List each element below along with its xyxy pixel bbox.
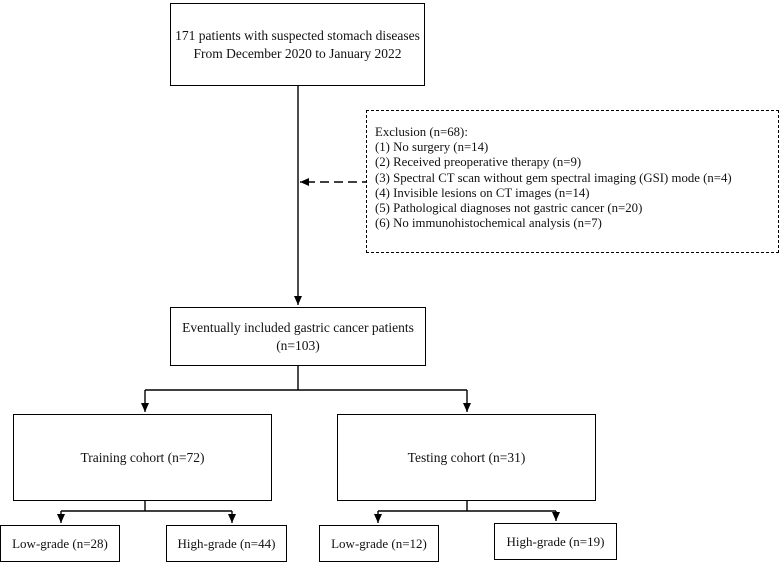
test-high-grade-label: High-grade (n=19) (506, 533, 605, 549)
test-low-grade-label: Low-grade (n=12) (331, 535, 427, 551)
included-line1: Eventually included gastric cancer patie… (182, 319, 414, 335)
training-cohort-box: Training cohort (n=72) (13, 414, 272, 501)
train-high-grade-box: High-grade (n=44) (166, 525, 287, 562)
exclusion-item: (3) Spectral CT scan without gem spectra… (375, 170, 732, 185)
test-high-grade-box: High-grade (n=19) (494, 523, 617, 560)
exclusion-item: (2) Received preoperative therapy (n=9) (375, 155, 582, 170)
exclusion-box: Exclusion (n=68): (1) No surgery (n=14) … (366, 110, 779, 253)
exclusion-item: (1) No surgery (n=14) (375, 140, 489, 155)
exclusion-item: (5) Pathological diagnoses not gastric c… (375, 201, 643, 216)
screened-patients-box: 171 patients with suspected stomach dise… (170, 3, 425, 86)
training-cohort-label: Training cohort (n=72) (80, 449, 205, 465)
exclusion-item: (6) No immunohistochemical analysis (n=7… (375, 216, 602, 231)
train-high-grade-label: High-grade (n=44) (177, 535, 276, 551)
screened-line2: From December 2020 to January 2022 (193, 45, 402, 61)
screened-line1: 171 patients with suspected stomach dise… (175, 27, 420, 43)
testing-cohort-box: Testing cohort (n=31) (337, 414, 596, 501)
included-patients-box: Eventually included gastric cancer patie… (170, 307, 426, 366)
test-low-grade-box: Low-grade (n=12) (319, 525, 439, 562)
included-line2: (n=103) (276, 337, 320, 353)
exclusion-title: Exclusion (n=68): (375, 125, 468, 139)
train-low-grade-box: Low-grade (n=28) (0, 525, 120, 562)
exclusion-item: (4) Invisible lesions on CT images (n=14… (375, 185, 590, 200)
testing-cohort-label: Testing cohort (n=31) (407, 449, 526, 465)
train-low-grade-label: Low-grade (n=28) (12, 535, 108, 551)
